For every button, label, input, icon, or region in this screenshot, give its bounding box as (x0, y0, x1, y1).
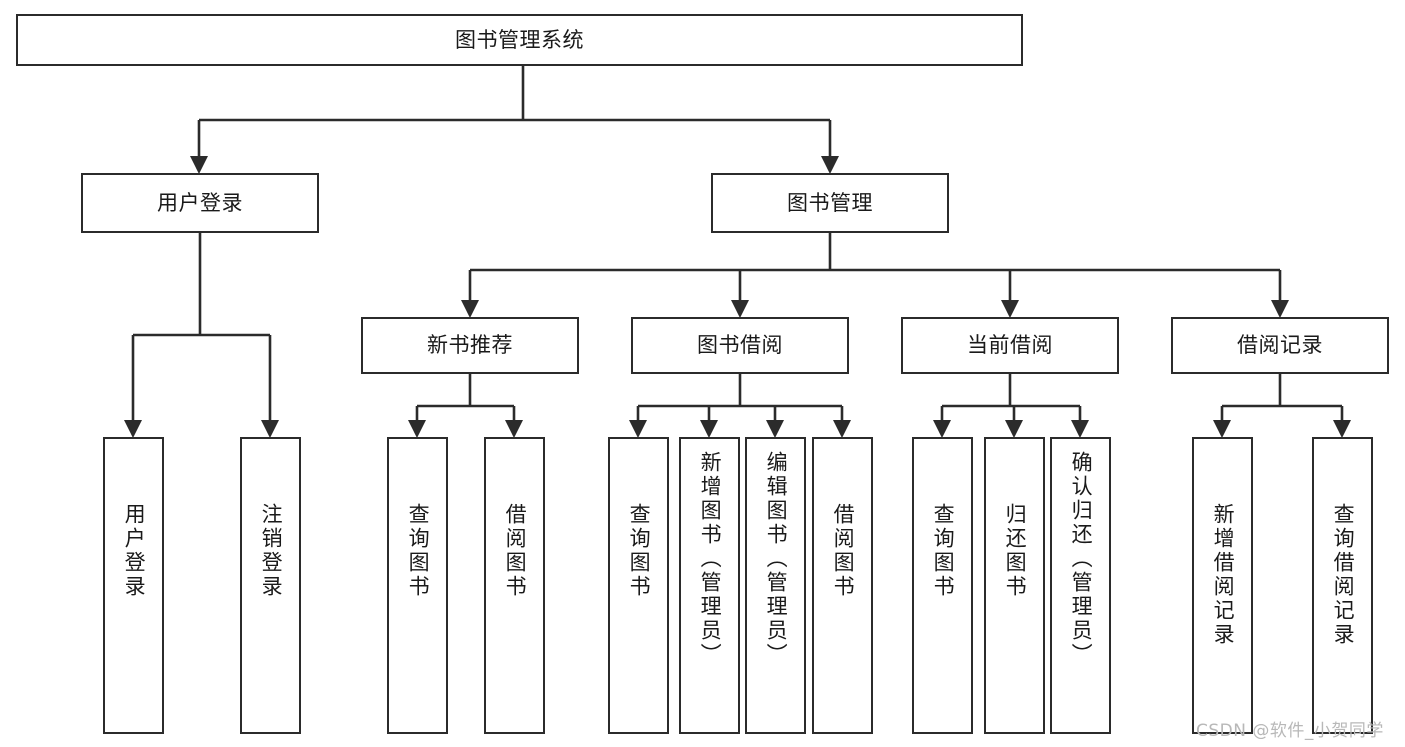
node-root[interactable]: 图书管理系统 (16, 14, 1023, 66)
node-label: 确认归还（管理员） (1069, 451, 1094, 667)
node-leaf-query-book-rec[interactable]: 查询图书 (387, 437, 448, 734)
node-leaf-confirm-return[interactable]: 确认归还（管理员） (1050, 437, 1111, 734)
node-label: 图书借阅 (697, 333, 783, 358)
node-label: 当前借阅 (967, 333, 1053, 358)
node-leaf-edit-book[interactable]: 编辑图书（管理员） (745, 437, 806, 734)
node-label: 借阅图书 (831, 503, 856, 599)
node-label: 注销登录 (259, 503, 284, 599)
node-label: 查询借阅记录 (1331, 503, 1356, 647)
node-new-book-rec[interactable]: 新书推荐 (361, 317, 579, 374)
node-label: 借阅记录 (1237, 333, 1323, 358)
node-label: 新书推荐 (427, 333, 513, 358)
node-label: 编辑图书（管理员） (764, 451, 789, 667)
node-book-borrow[interactable]: 图书借阅 (631, 317, 849, 374)
node-label: 归还图书 (1003, 503, 1028, 599)
node-leaf-add-record[interactable]: 新增借阅记录 (1192, 437, 1253, 734)
node-leaf-query-book[interactable]: 查询图书 (608, 437, 669, 734)
watermark-label: CSDN @软件_小贺同学 (1196, 721, 1384, 741)
node-label: 图书管理系统 (455, 27, 584, 52)
node-label: 查询图书 (406, 503, 431, 599)
node-label: 用户登录 (122, 503, 147, 599)
node-label: 查询图书 (627, 503, 652, 599)
node-label: 新增图书（管理员） (698, 451, 723, 667)
node-current-borrow[interactable]: 当前借阅 (901, 317, 1119, 374)
node-user-login[interactable]: 用户登录 (81, 173, 319, 233)
node-leaf-borrow-book[interactable]: 借阅图书 (812, 437, 873, 734)
node-label: 用户登录 (157, 190, 243, 215)
node-label: 借阅图书 (503, 503, 528, 599)
node-label: 新增借阅记录 (1211, 503, 1236, 647)
node-leaf-borrow-book-rec[interactable]: 借阅图书 (484, 437, 545, 734)
node-book-manage[interactable]: 图书管理 (711, 173, 949, 233)
node-leaf-logout[interactable]: 注销登录 (240, 437, 301, 734)
node-leaf-add-book[interactable]: 新增图书（管理员） (679, 437, 740, 734)
node-label: 图书管理 (787, 190, 873, 215)
node-leaf-query-book-cur[interactable]: 查询图书 (912, 437, 973, 734)
node-leaf-query-record[interactable]: 查询借阅记录 (1312, 437, 1373, 734)
node-leaf-user-login[interactable]: 用户登录 (103, 437, 164, 734)
node-leaf-return-book[interactable]: 归还图书 (984, 437, 1045, 734)
node-label: 查询图书 (931, 503, 956, 599)
node-borrow-record[interactable]: 借阅记录 (1171, 317, 1389, 374)
